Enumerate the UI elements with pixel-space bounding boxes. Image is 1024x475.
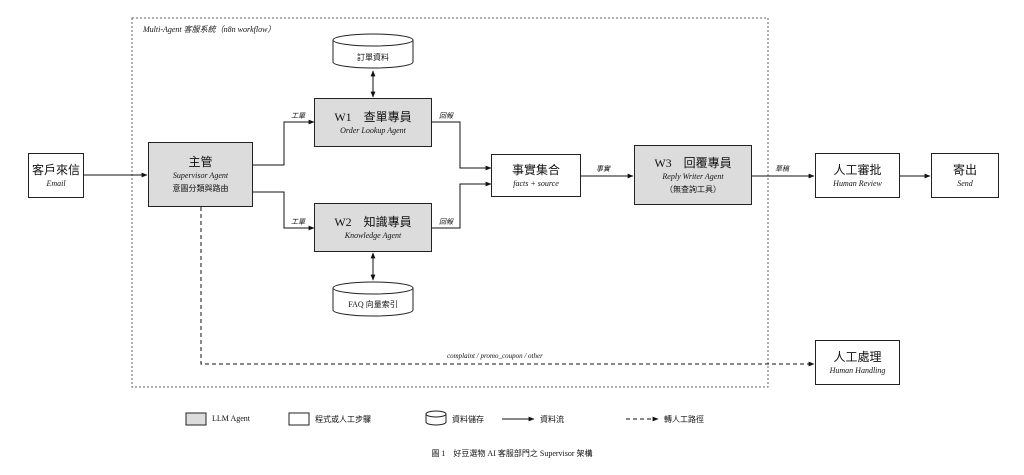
faq-index-label: FAQ 向量索引: [348, 300, 398, 309]
figure-caption: 圖 1 好豆選物 AI 客服部門之 Supervisor 架構: [431, 449, 593, 458]
faq-index-cylinder: [332, 281, 414, 317]
draft-edge-label: 草稿: [775, 165, 789, 173]
fallback-edge-label: complaint / promo_coupon / other: [447, 352, 543, 360]
handling-node: 人工處理 Human Handling: [815, 340, 900, 385]
email-node: 客戶來信 Email: [28, 153, 84, 198]
review-title: 人工審批: [833, 162, 882, 177]
supervisor-subtitle: Supervisor Agent: [172, 171, 229, 180]
container-title: Multi-Agent 客服系統（n8n workflow）: [143, 25, 276, 34]
legend-store-swatch: [425, 410, 447, 426]
legend-handoff-label: 轉人工路徑: [664, 415, 704, 424]
w3-title: W3 回覆專員: [654, 155, 732, 170]
ticket-label-w1: 工單: [291, 112, 305, 120]
w1-to-facts-arrow: [432, 121, 492, 171]
supervisor-to-w1-arrow: [253, 119, 315, 166]
ticket-label-w2: 工單: [291, 218, 305, 226]
w3-node: W3 回覆專員 Reply Writer Agent （無查詢工具）: [634, 145, 752, 205]
legend-step-label: 程式或人工步驟: [315, 415, 371, 424]
send-node: 寄出 Send: [931, 153, 999, 198]
handling-subtitle: Human Handling: [829, 365, 886, 375]
w2-node: W2 知識專員 Knowledge Agent: [314, 203, 432, 252]
facts-node: 事實集合 facts + source: [491, 154, 581, 197]
email-title: 客戶來信: [31, 162, 80, 177]
w3-note: （無查詢工具）: [665, 184, 721, 194]
legend-llm-swatch: [185, 412, 207, 426]
system-boundary: [131, 17, 769, 388]
review-subtitle: Human Review: [833, 178, 882, 188]
send-title: 寄出: [952, 162, 977, 177]
handling-title: 人工處理: [833, 349, 882, 364]
handoff-dashed-arrow: [200, 207, 815, 367]
w2-subtitle: Knowledge Agent: [344, 230, 402, 240]
supervisor-title: 主管: [188, 155, 213, 169]
legend-store-label: 資料儲存: [452, 415, 484, 424]
facts-title: 事實集合: [511, 162, 560, 177]
report-label-w2: 回報: [439, 218, 453, 226]
supervisor-node: 主管 Supervisor Agent 意圖分類與路由: [148, 142, 253, 207]
supervisor-to-w2-arrow: [253, 191, 315, 231]
w1-subtitle: Order Lookup Agent: [340, 125, 406, 135]
review-node: 人工審批 Human Review: [815, 153, 900, 198]
w1-node: W1 查單專員 Order Lookup Agent: [314, 98, 432, 147]
order-db-label: 訂單資料: [357, 53, 389, 62]
w3-subtitle: Reply Writer Agent: [662, 171, 724, 181]
w2-title: W2 知識專員: [334, 214, 412, 229]
facts-edge-label: 事實: [596, 165, 610, 173]
order-db-cylinder: [332, 33, 414, 69]
legend-llm-label: LLM Agent: [212, 414, 250, 423]
supervisor-note: 意圖分類與路由: [172, 184, 229, 193]
legend-step-swatch: [288, 412, 310, 426]
w1-title: W1 查單專員: [334, 109, 412, 124]
w2-to-facts-arrow: [432, 181, 492, 229]
send-subtitle: Send: [957, 178, 973, 188]
email-subtitle: Email: [46, 178, 66, 188]
legend-flow-label: 資料流: [540, 415, 564, 424]
facts-subtitle: facts + source: [513, 178, 559, 188]
report-label-w1: 回報: [439, 112, 453, 120]
